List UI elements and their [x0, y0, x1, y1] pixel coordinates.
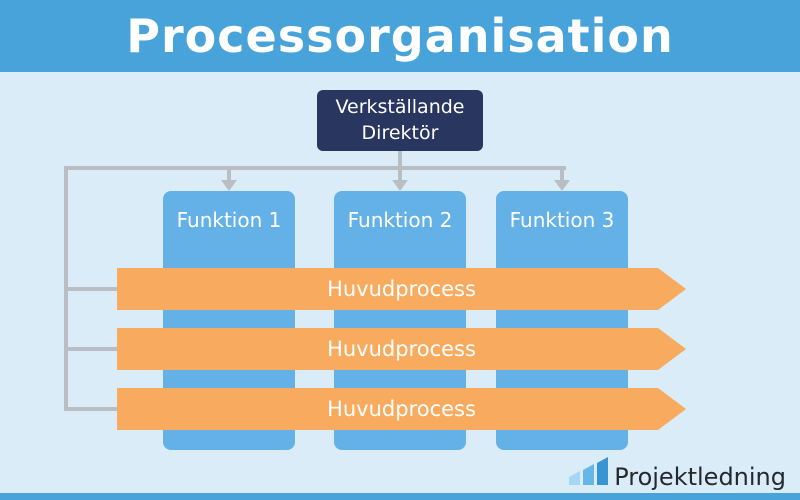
process-label: Huvudprocess	[327, 397, 476, 421]
connector-process1-stub	[64, 287, 117, 291]
footer-band	[0, 493, 800, 500]
arrowhead-down-icon	[221, 180, 237, 191]
bar-chart-icon	[569, 455, 609, 489]
process-label: Huvudprocess	[327, 277, 476, 301]
process-arrow-1: Huvudprocess	[117, 268, 686, 310]
function-label: Funktion 3	[509, 208, 615, 232]
logo-text: Projektledning	[614, 463, 786, 491]
connector-function3-stem	[560, 170, 564, 181]
connector-process2-stub	[64, 347, 117, 351]
root-node-label: Verkställande Direktör	[335, 96, 465, 144]
header-band: Processorganisation	[0, 0, 800, 72]
arrowhead-down-icon	[554, 180, 570, 191]
arrowhead-down-icon	[392, 180, 408, 191]
connector-horizontal-line	[64, 166, 566, 170]
process-label: Huvudprocess	[327, 337, 476, 361]
function-label: Funktion 2	[347, 208, 453, 232]
root-node-verkstallande-direktor: Verkställande Direktör	[317, 90, 483, 151]
projektledning-logo: Projektledning	[569, 455, 786, 489]
process-arrow-3: Huvudprocess	[117, 388, 686, 430]
page-title: Processorganisation	[126, 9, 674, 63]
connector-function1-stem	[227, 170, 231, 181]
connector-process3-stub	[64, 407, 117, 411]
process-arrow-2: Huvudprocess	[117, 328, 686, 370]
function-label: Funktion 1	[176, 208, 282, 232]
